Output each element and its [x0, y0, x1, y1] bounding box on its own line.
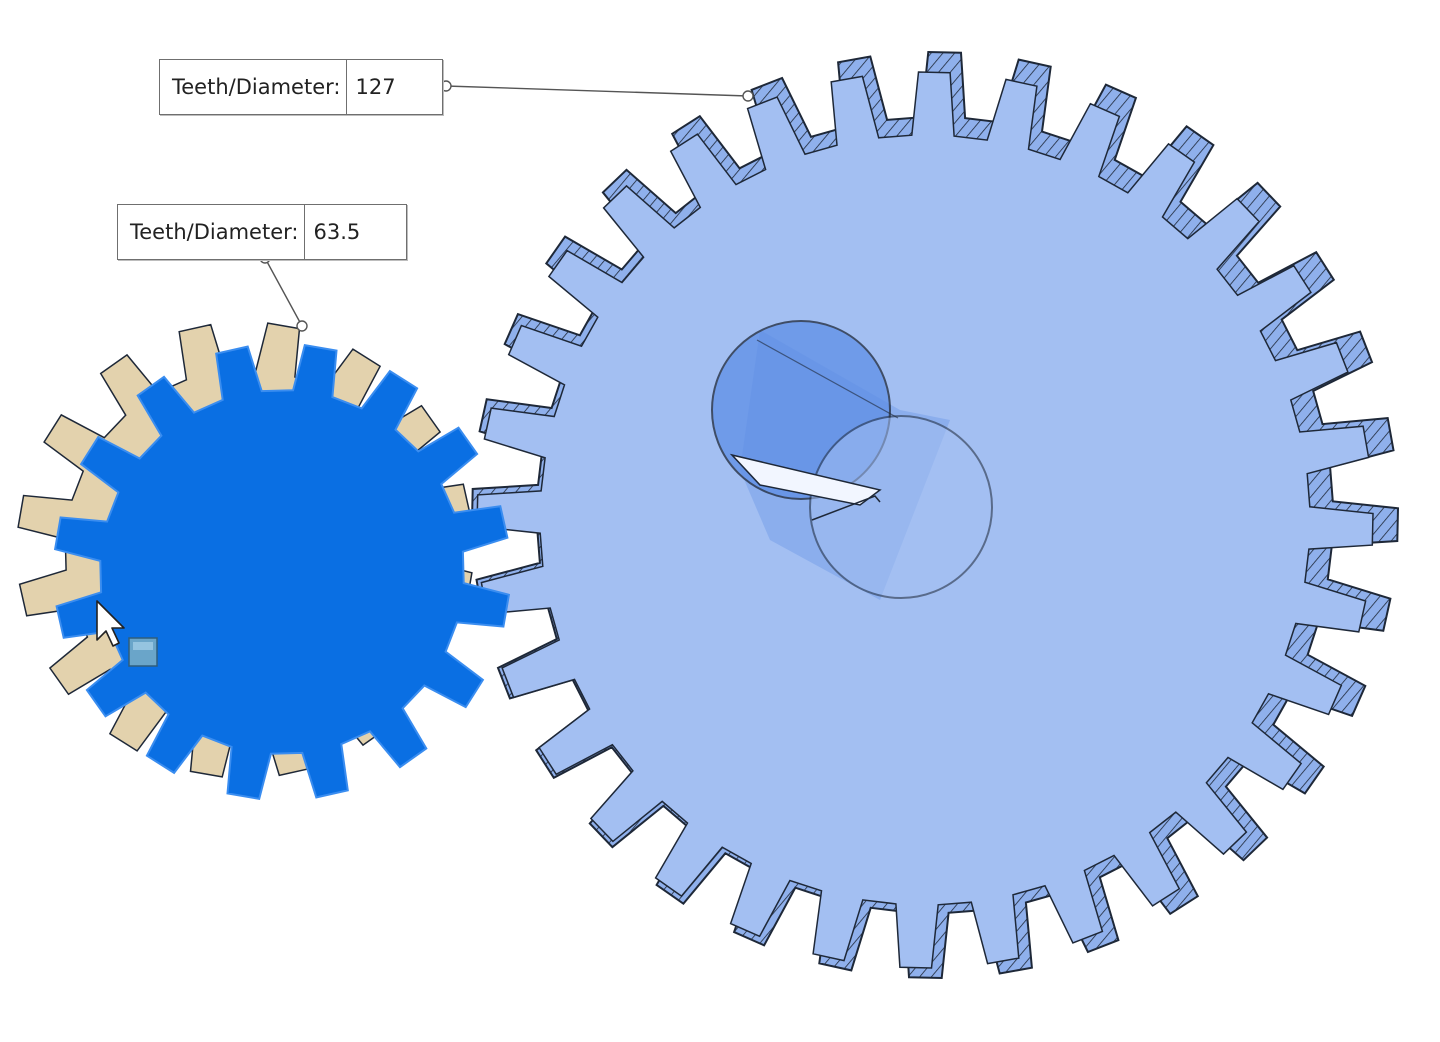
small-gear[interactable] — [17, 322, 511, 801]
dimension-box-large-gear[interactable]: Teeth/Diameter: 127 — [159, 59, 443, 115]
dimension-value-field[interactable]: 127 — [355, 75, 396, 99]
dimension-value-field[interactable]: 63.5 — [313, 220, 361, 244]
dimension-label: Teeth/Diameter: — [160, 60, 348, 114]
dimension-box-small-gear[interactable]: Teeth/Diameter: 63.5 — [117, 204, 407, 260]
selection-tag-icon — [128, 637, 158, 667]
gear-hub[interactable] — [711, 320, 993, 600]
dimension-label: Teeth/Diameter: — [118, 205, 306, 259]
small-gear-front-face[interactable] — [53, 343, 511, 801]
mouse-pointer-icon — [96, 600, 125, 647]
large-gear[interactable] — [470, 50, 1400, 980]
